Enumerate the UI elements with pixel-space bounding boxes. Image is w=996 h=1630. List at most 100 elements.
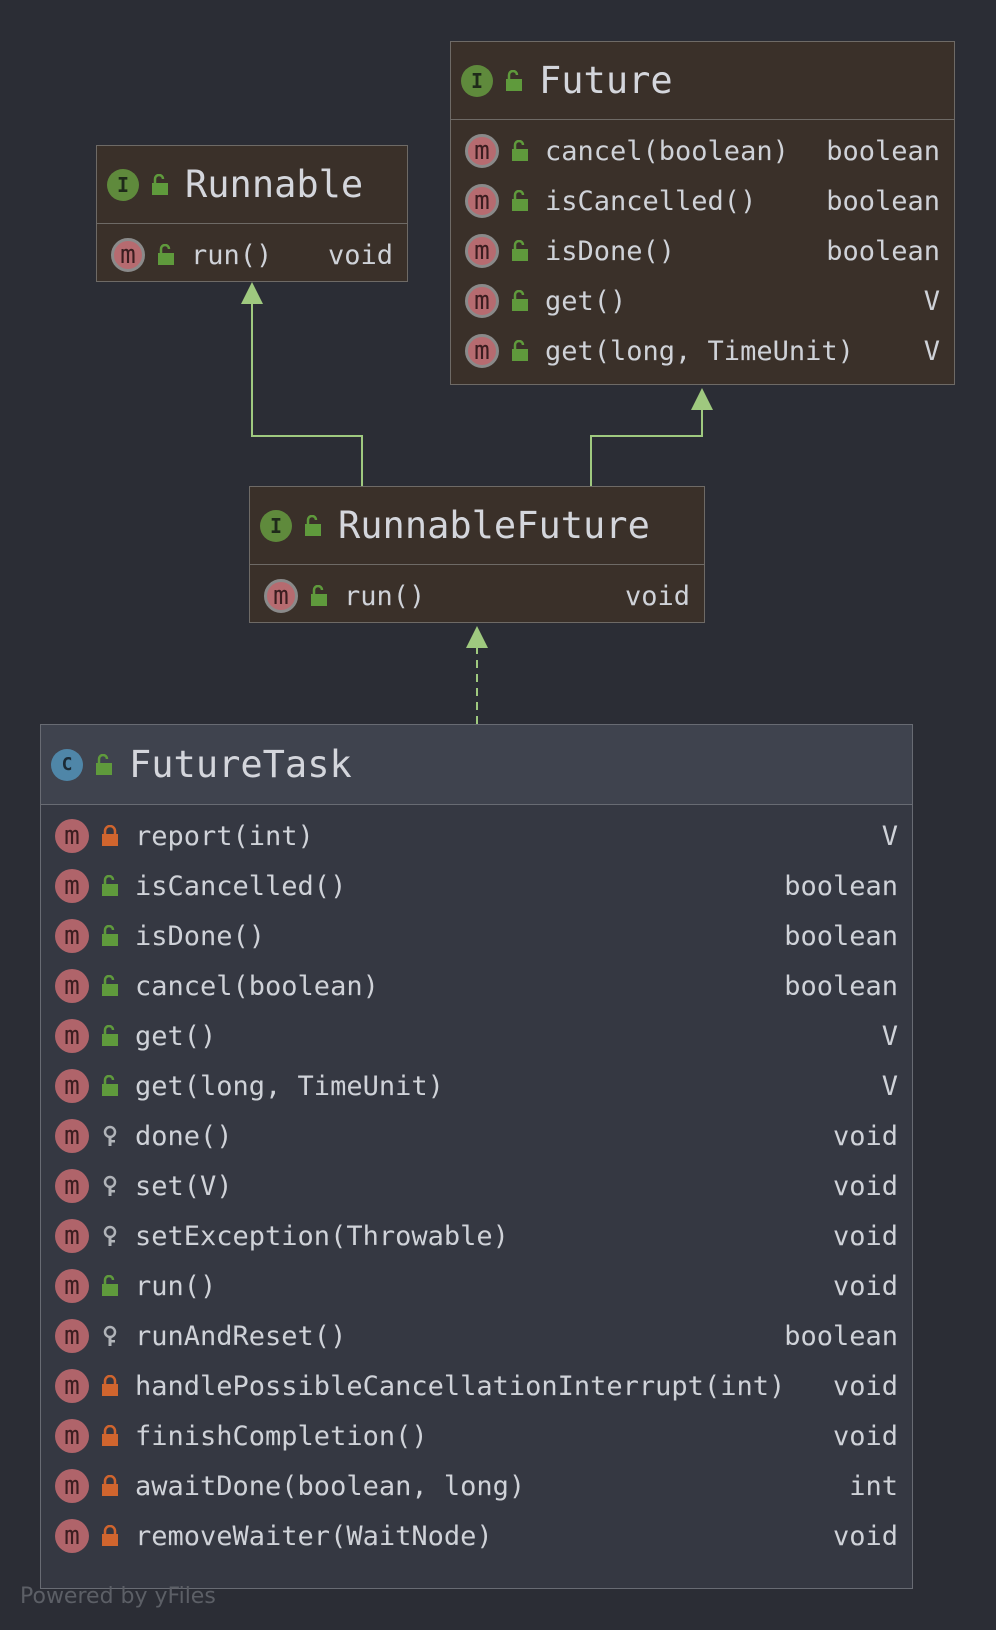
method-icon: m — [55, 1519, 89, 1553]
method-name: set(V) — [135, 1170, 233, 1202]
private-icon — [102, 1525, 118, 1546]
public-icon — [512, 140, 528, 161]
method-return-type: void — [832, 1420, 898, 1452]
public-icon — [158, 244, 174, 265]
method-return-type: void — [832, 1270, 898, 1302]
method-return-type: boolean — [826, 185, 940, 217]
method-name: get(long, TimeUnit) — [135, 1070, 444, 1102]
method-return-type: void — [832, 1170, 898, 1202]
node-runnable-header: I Runnable — [97, 146, 407, 224]
method-return-type: boolean — [784, 870, 898, 902]
edge-runnablefuture-future — [590, 408, 703, 486]
method-return-type: void — [832, 1220, 898, 1252]
node-runnablefuture-header: I RunnableFuture — [250, 487, 704, 565]
method-icon: m — [55, 919, 89, 953]
method-icon: m — [465, 284, 499, 318]
method-name: run() — [191, 239, 273, 271]
method-icon: m — [55, 969, 89, 1003]
public-icon — [102, 1275, 118, 1296]
protected-icon — [103, 1325, 117, 1346]
class-icon: C — [51, 748, 83, 781]
method-return-type: void — [624, 580, 690, 612]
method-name: run() — [344, 580, 426, 612]
protected-icon — [103, 1225, 117, 1246]
method-icon: m — [55, 1019, 89, 1053]
method-row[interactable]: m isDone() boolean — [41, 911, 912, 961]
private-icon — [102, 1475, 118, 1496]
method-icon: m — [55, 1119, 89, 1153]
method-return-type: boolean — [784, 970, 898, 1002]
method-name: runAndReset() — [135, 1320, 347, 1352]
method-row[interactable]: m removeWaiter(WaitNode) void — [41, 1511, 912, 1561]
protected-icon — [103, 1175, 117, 1196]
method-return-type: V — [923, 335, 940, 367]
edge-runnablefuture-runnable — [251, 302, 363, 486]
protected-icon — [103, 1125, 117, 1146]
interface-icon: I — [260, 509, 292, 542]
public-icon — [311, 585, 327, 606]
node-futuretask-header: C FutureTask — [41, 725, 912, 805]
public-icon — [102, 975, 118, 996]
public-icon — [102, 925, 118, 946]
method-icon: m — [55, 1169, 89, 1203]
method-return-type: void — [832, 1370, 898, 1402]
method-name: isDone() — [135, 920, 266, 952]
node-future-header: I Future — [451, 42, 954, 120]
method-icon: m — [264, 579, 298, 613]
method-icon: m — [465, 134, 499, 168]
method-icon: m — [55, 1069, 89, 1103]
footer-credit: Powered by yFiles — [20, 1584, 216, 1609]
public-icon — [506, 69, 522, 91]
method-return-type: int — [849, 1470, 898, 1502]
method-return-type: boolean — [784, 920, 898, 952]
public-icon — [512, 290, 528, 311]
method-icon: m — [465, 184, 499, 218]
method-icon: m — [465, 234, 499, 268]
method-row[interactable]: m set(V) void — [41, 1161, 912, 1211]
arrowhead-future — [691, 388, 713, 410]
node-runnablefuture-title: RunnableFuture — [338, 504, 650, 547]
node-runnablefuture[interactable]: I RunnableFuture m run() void — [249, 486, 705, 623]
private-icon — [102, 825, 118, 846]
node-runnablefuture-methods: m run() void — [250, 565, 704, 621]
method-return-type: void — [832, 1520, 898, 1552]
method-icon: m — [55, 1369, 89, 1403]
method-name: setException(Throwable) — [135, 1220, 509, 1252]
public-icon — [152, 173, 168, 195]
method-row[interactable]: m run() void — [250, 571, 704, 621]
method-name: run() — [135, 1270, 217, 1302]
method-name: isDone() — [545, 235, 676, 267]
method-icon: m — [55, 1469, 89, 1503]
public-icon — [512, 240, 528, 261]
public-icon — [102, 875, 118, 896]
method-name: report(int) — [135, 820, 314, 852]
private-icon — [102, 1375, 118, 1396]
method-name: done() — [135, 1120, 233, 1152]
method-name: removeWaiter(WaitNode) — [135, 1520, 493, 1552]
